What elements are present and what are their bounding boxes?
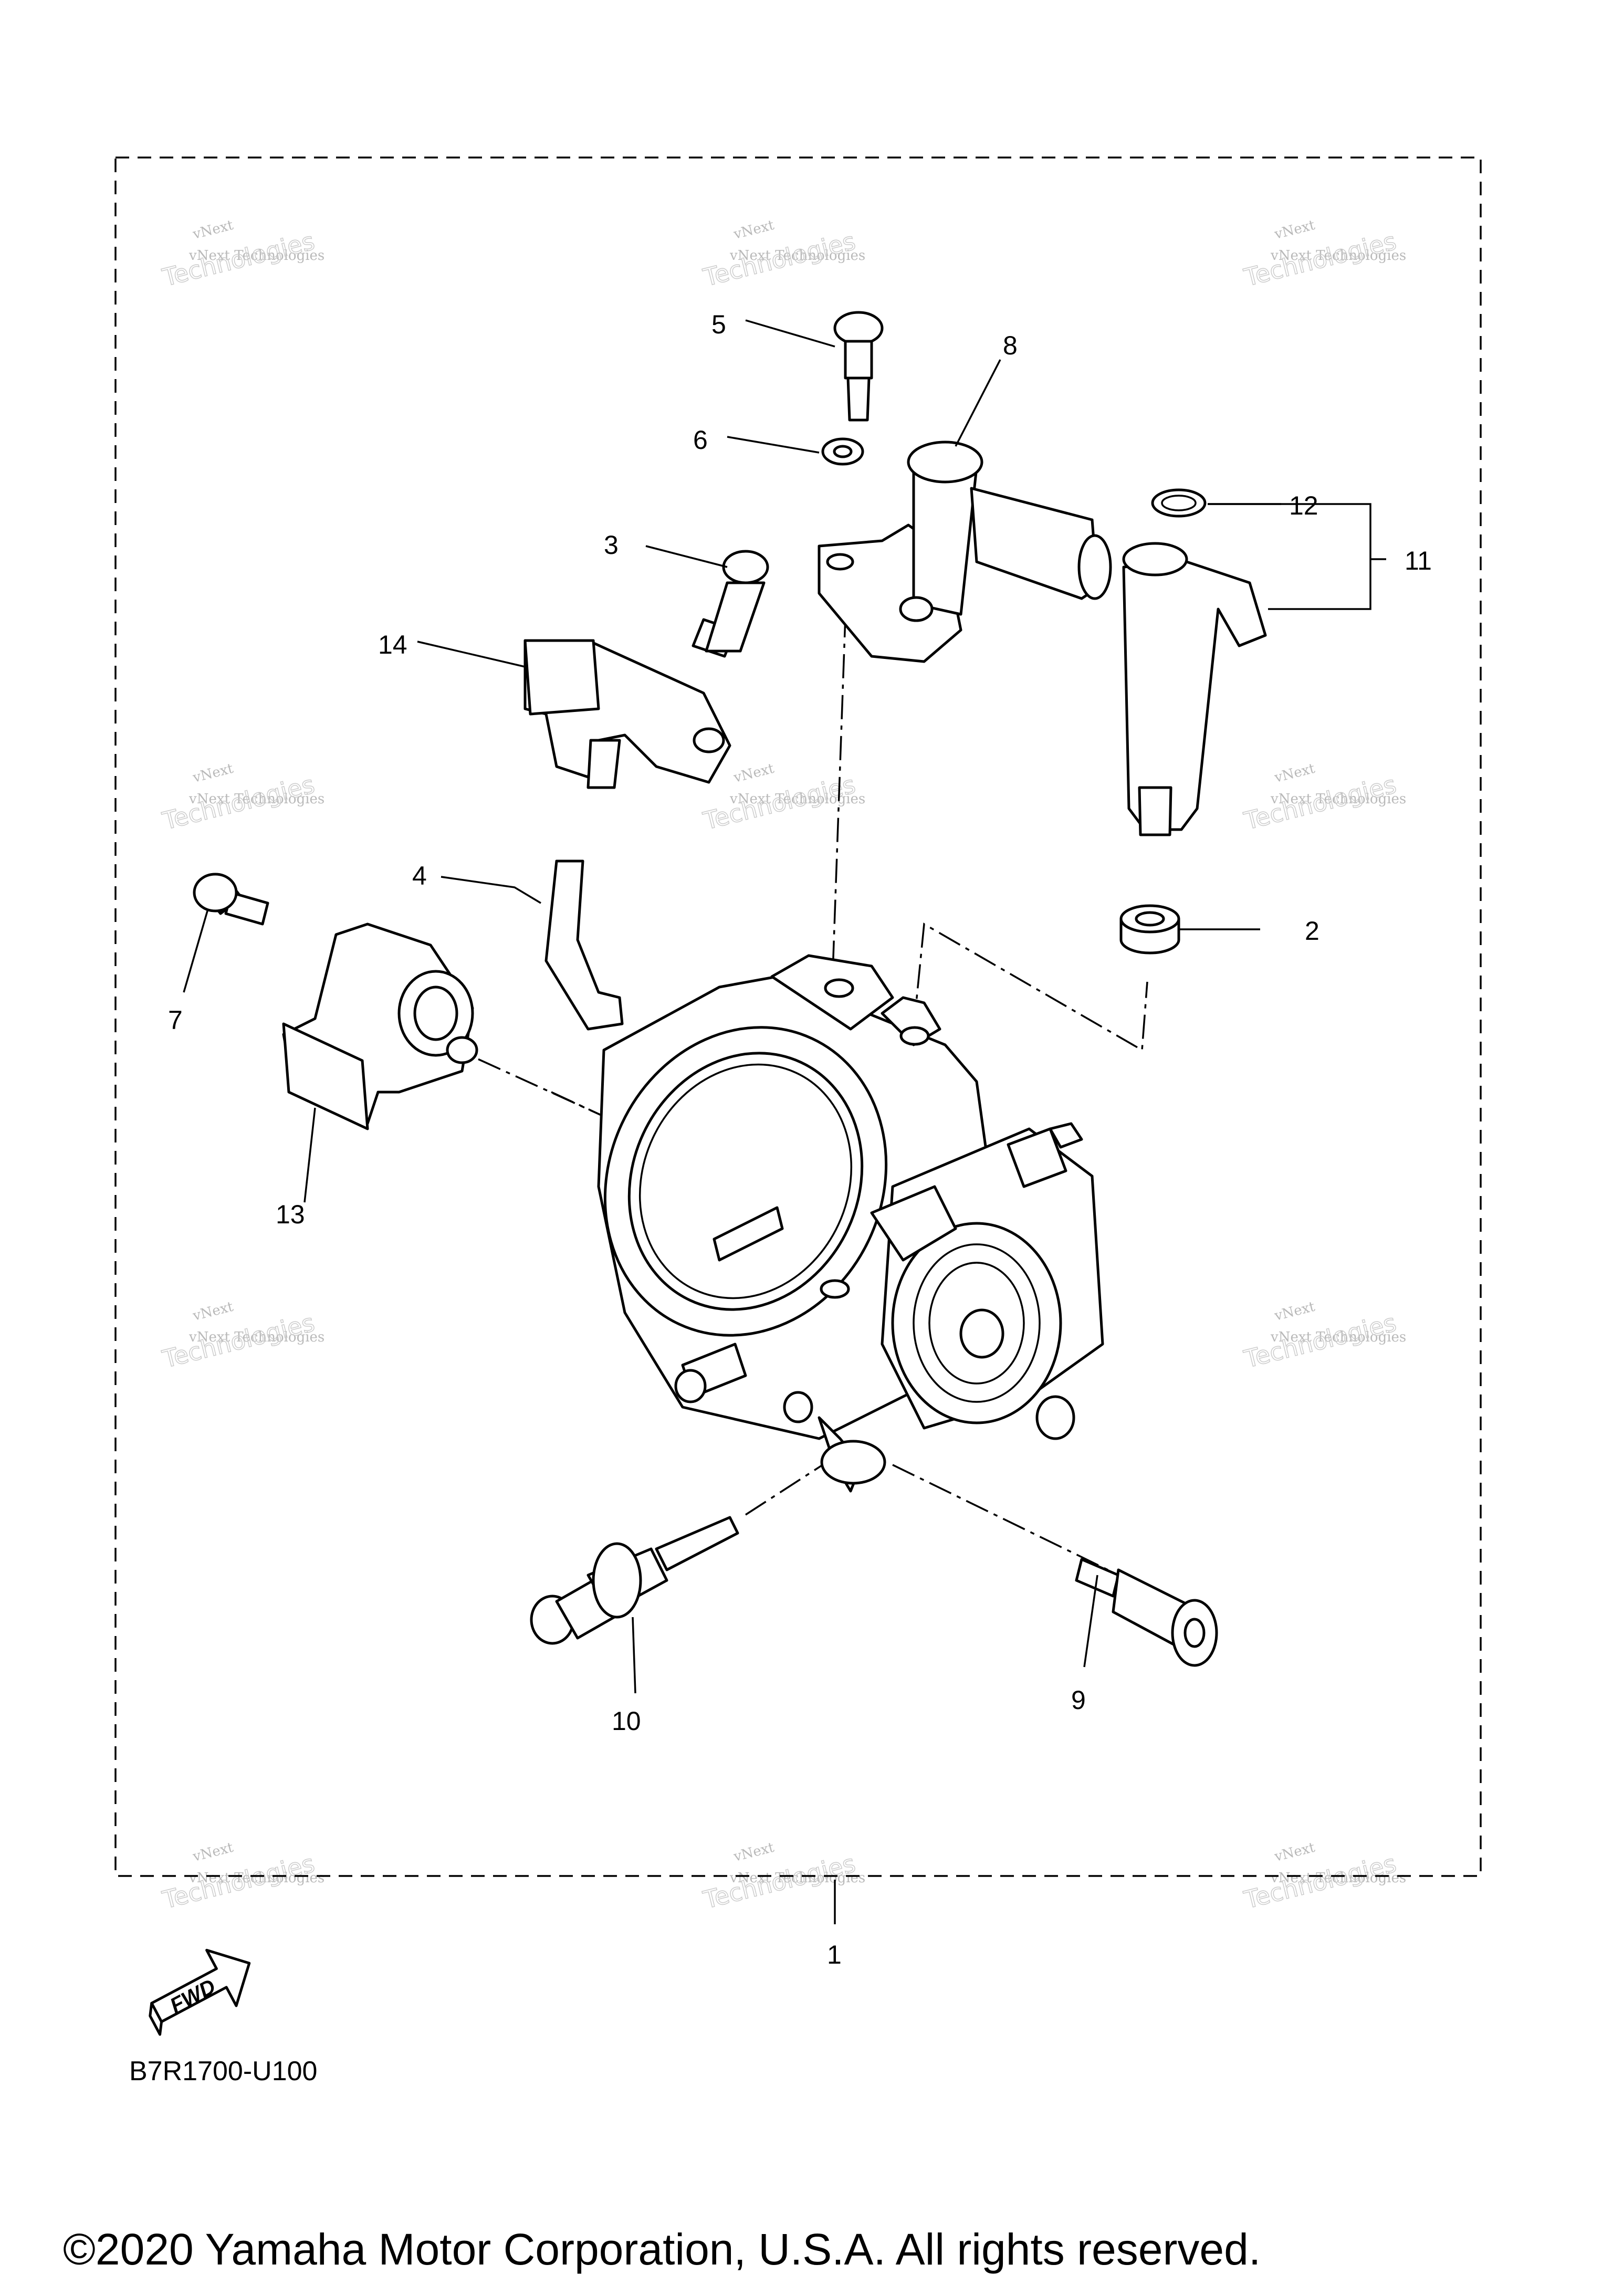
callout-13: 13 (276, 1200, 305, 1229)
watermark: vNext vNext Technologies Technologies (1241, 1840, 1406, 1915)
svg-text:vNext Technologies: vNext Technologies (1270, 248, 1406, 264)
copyright-notice: ©2020 Yamaha Motor Corporation, U.S.A. A… (63, 2225, 1261, 2274)
svg-text:vNext Technologies: vNext Technologies (188, 1870, 324, 1886)
screw-7 (193, 873, 269, 926)
callout-2: 2 (1305, 916, 1319, 946)
fwd-arrow-icon: FWD (149, 1948, 251, 2036)
callout-6: 6 (693, 425, 708, 455)
pressure-sensor (523, 639, 731, 789)
svg-text:vNext: vNext (1272, 217, 1316, 243)
svg-text:vNext Technologies: vNext Technologies (188, 248, 324, 264)
svg-text:Technologies: Technologies (1241, 1849, 1399, 1914)
watermark: vNext vNext Technologies Technologies (700, 217, 865, 292)
callout-3: 3 (604, 530, 619, 560)
washer-6 (821, 437, 864, 466)
idle-screw-boss (820, 1440, 886, 1485)
callout-14: 14 (378, 630, 407, 659)
callout-1: 1 (827, 1940, 842, 1969)
svg-text:Technologies: Technologies (160, 1308, 318, 1374)
svg-text:vNext: vNext (1272, 761, 1316, 786)
callout-8: 8 (1003, 331, 1018, 360)
svg-text:Technologies: Technologies (160, 227, 318, 292)
callout-11: 11 (1405, 546, 1432, 575)
throttle-body (597, 954, 1104, 1493)
vacuum-hose (544, 859, 624, 1031)
watermark: vNext vNext Technologies Technologies (1241, 761, 1406, 836)
svg-text:vNext Technologies: vNext Technologies (729, 248, 865, 264)
leader-lines (183, 319, 1386, 1924)
svg-text:vNext: vNext (191, 1299, 235, 1324)
throttle-position-sensor (282, 922, 478, 1130)
svg-text:Technologies: Technologies (160, 1849, 318, 1914)
watermark: vNext vNext Technologies Technologies (159, 1299, 324, 1374)
watermark: vNext vNext Technologies Technologies (700, 1840, 865, 1915)
svg-text:vNext: vNext (1272, 1840, 1316, 1865)
watermark: vNext vNext Technologies Technologies (1241, 217, 1406, 292)
o-ring-12 (1151, 488, 1207, 518)
svg-text:vNext Technologies: vNext Technologies (1270, 1870, 1406, 1886)
svg-text:vNext Technologies: vNext Technologies (729, 791, 865, 807)
svg-text:vNext: vNext (731, 217, 776, 243)
svg-text:vNext: vNext (731, 761, 776, 786)
svg-text:vNext: vNext (191, 761, 235, 786)
svg-text:vNext: vNext (191, 217, 235, 243)
svg-text:vNext Technologies: vNext Technologies (1270, 1329, 1406, 1345)
svg-text:Technologies: Technologies (1241, 227, 1399, 292)
svg-text:Technologies: Technologies (700, 770, 858, 835)
svg-text:vNext Technologies: vNext Technologies (188, 791, 324, 807)
watermark: vNext vNext Technologies Technologies (159, 761, 324, 836)
diagram-code: B7R1700-U100 (129, 2056, 318, 2087)
plunger-assembly (530, 1516, 739, 1645)
bolt-3 (692, 550, 769, 658)
watermark: vNext vNext Technologies Technologies (1241, 1299, 1406, 1374)
svg-text:vNext: vNext (1272, 1299, 1316, 1324)
callout-4: 4 (412, 861, 427, 890)
fuel-injector (1122, 542, 1267, 836)
injector-collar (1119, 904, 1180, 955)
svg-text:vNext Technologies: vNext Technologies (188, 1329, 324, 1345)
fuel-delivery-pipe (818, 441, 1112, 663)
svg-text:Technologies: Technologies (1241, 1308, 1399, 1374)
screw-5 (833, 311, 884, 422)
svg-text:Technologies: Technologies (700, 227, 858, 292)
watermark: vNext vNext Technologies Technologies (700, 761, 865, 836)
callout-10: 10 (612, 1706, 641, 1736)
svg-text:Technologies: Technologies (1241, 770, 1399, 835)
svg-text:vNext Technologies: vNext Technologies (729, 1870, 865, 1886)
callouts: 1 2 3 4 5 6 7 8 9 10 11 12 13 14 (168, 310, 1432, 1969)
callout-5: 5 (711, 310, 726, 339)
callout-9: 9 (1071, 1685, 1086, 1715)
svg-text:vNext: vNext (191, 1840, 235, 1865)
watermark: vNext vNext Technologies Technologies (159, 1840, 324, 1915)
svg-text:Technologies: Technologies (160, 770, 318, 835)
svg-text:vNext Technologies: vNext Technologies (1270, 791, 1406, 807)
svg-text:vNext: vNext (731, 1840, 776, 1865)
callout-12: 12 (1289, 491, 1318, 520)
watermark: vNext vNext Technologies Technologies (159, 217, 324, 292)
bore-inner (627, 1052, 864, 1311)
callout-7: 7 (168, 1005, 183, 1035)
